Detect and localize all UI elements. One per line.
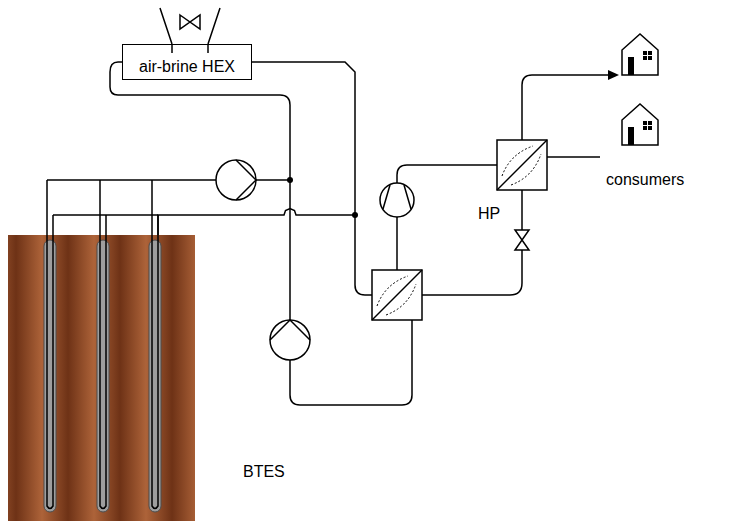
storage-field: BTES (8, 235, 195, 521)
supply-line (522, 75, 608, 140)
group-label: consumers (606, 171, 684, 189)
pipe (521, 190, 523, 230)
component-label: HP (478, 205, 500, 223)
pipe (53, 214, 158, 216)
node-text: air-brine HEX (139, 58, 235, 76)
ground-block (8, 235, 195, 521)
pipe (397, 165, 497, 183)
arrow-head (608, 70, 619, 80)
compressor-symbol (380, 183, 414, 217)
valve-symbol (515, 230, 529, 250)
heat-exchanger-symbol (372, 270, 422, 320)
u-tube (47, 180, 53, 509)
house-icon (622, 104, 658, 145)
borehole (97, 240, 109, 512)
node-text: BTES (243, 463, 285, 481)
junction-dot (287, 177, 293, 183)
pipe (396, 217, 398, 270)
pump-symbol (270, 320, 310, 360)
pipe-connector (158, 62, 355, 235)
pipe (256, 179, 290, 181)
pipe (355, 215, 372, 295)
u-tube (100, 180, 106, 509)
house-icon (622, 34, 658, 75)
fan-symbol (180, 15, 200, 29)
pipe (422, 250, 522, 295)
pipe-group (47, 8, 608, 509)
borehole (149, 240, 161, 512)
borehole-group (44, 240, 161, 512)
pump-symbol (216, 160, 256, 200)
heat-exchanger-box: air-brine HEX (122, 44, 252, 80)
return-line (547, 156, 600, 158)
pipe (110, 62, 290, 320)
fan-housing (172, 44, 208, 53)
u-tube (152, 180, 158, 509)
fan-housing (160, 8, 220, 44)
pipe (47, 179, 216, 181)
heat-exchanger-symbol (497, 140, 547, 190)
borehole (44, 240, 56, 512)
